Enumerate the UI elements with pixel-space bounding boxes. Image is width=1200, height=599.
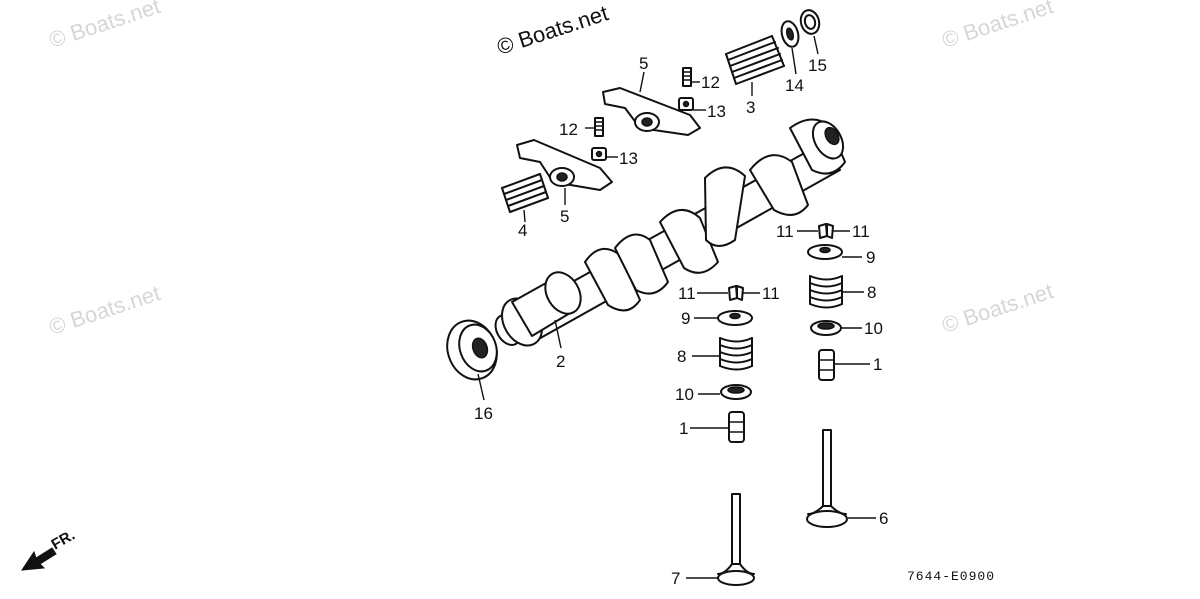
callout-11-right-a: 11: [776, 222, 794, 241]
rocker-spring-4: [501, 173, 549, 213]
callout-8-right: 8: [867, 283, 876, 302]
oil-seal: [446, 319, 498, 381]
valve-cotter-left: [728, 285, 744, 301]
callout-8-left: 8: [677, 347, 686, 366]
callout-12-upper-screw: 12: [701, 73, 720, 92]
watermark-mid-left: © Boats.net: [46, 280, 163, 339]
camshaft: [494, 118, 846, 347]
callout-10-left: 10: [675, 385, 694, 404]
callout-13-upper-nut: 13: [707, 102, 726, 121]
spring-retainer-right: [807, 244, 843, 260]
callout-6-intake-valve: 6: [879, 509, 888, 528]
diagram-code: 7644-E0900: [907, 569, 995, 584]
callout-5-lower-rocker: 5: [560, 207, 569, 226]
callout-15-washer: 15: [808, 56, 827, 75]
callout-11-right-b: 11: [852, 222, 870, 241]
front-arrow-icon: [21, 547, 57, 571]
watermark-mid-right: © Boats.net: [939, 278, 1056, 337]
valve-cotter-right: [818, 223, 834, 239]
callout-4-spring: 4: [518, 221, 527, 240]
washer-15: [799, 9, 821, 35]
lock-nut-lower: [591, 147, 607, 161]
adjust-screw-upper: [682, 67, 692, 87]
callout-11-left-a: 11: [678, 284, 696, 303]
callout-13-lower-nut: 13: [619, 149, 638, 168]
valve-spring-right: [809, 275, 843, 309]
callout-2-camshaft: 2: [556, 352, 565, 371]
adjust-screw-lower: [594, 117, 604, 137]
callout-1-right: 1: [873, 355, 882, 374]
spring-retainer-left: [717, 310, 753, 326]
leader-lines: [477, 35, 876, 579]
valve-spring-left: [719, 337, 753, 371]
callout-10-right: 10: [864, 319, 883, 338]
callout-9-right: 9: [866, 248, 875, 267]
callout-9-left: 9: [681, 309, 690, 328]
lock-nut-upper: [678, 97, 694, 111]
valve-guide-right: [818, 349, 835, 381]
spring-seat-left: [720, 384, 752, 400]
intake-valve: [806, 429, 848, 528]
callout-14-washer: 14: [785, 76, 804, 95]
valve-guide-left: [728, 411, 745, 443]
washer-14: [780, 20, 800, 48]
callout-7-exhaust-valve: 7: [671, 569, 680, 588]
callout-1-left: 1: [679, 419, 688, 438]
callout-16-oil-seal: 16: [474, 404, 493, 423]
spring-seat-right: [810, 320, 842, 336]
rocker-arm-lower: [516, 139, 613, 191]
callout-11-left-b: 11: [762, 284, 780, 303]
callout-12-lower-screw: 12: [559, 120, 578, 139]
callout-3-spring: 3: [746, 98, 755, 117]
rocker-spring-3: [725, 35, 785, 85]
rocker-arm-upper: [602, 87, 701, 136]
callout-5-upper-rocker: 5: [639, 54, 648, 73]
watermark-top-right: © Boats.net: [939, 0, 1056, 53]
exhaust-valve: [717, 493, 755, 586]
watermark-main: © Boats.net: [494, 0, 611, 59]
watermark-top-left: © Boats.net: [46, 0, 163, 53]
